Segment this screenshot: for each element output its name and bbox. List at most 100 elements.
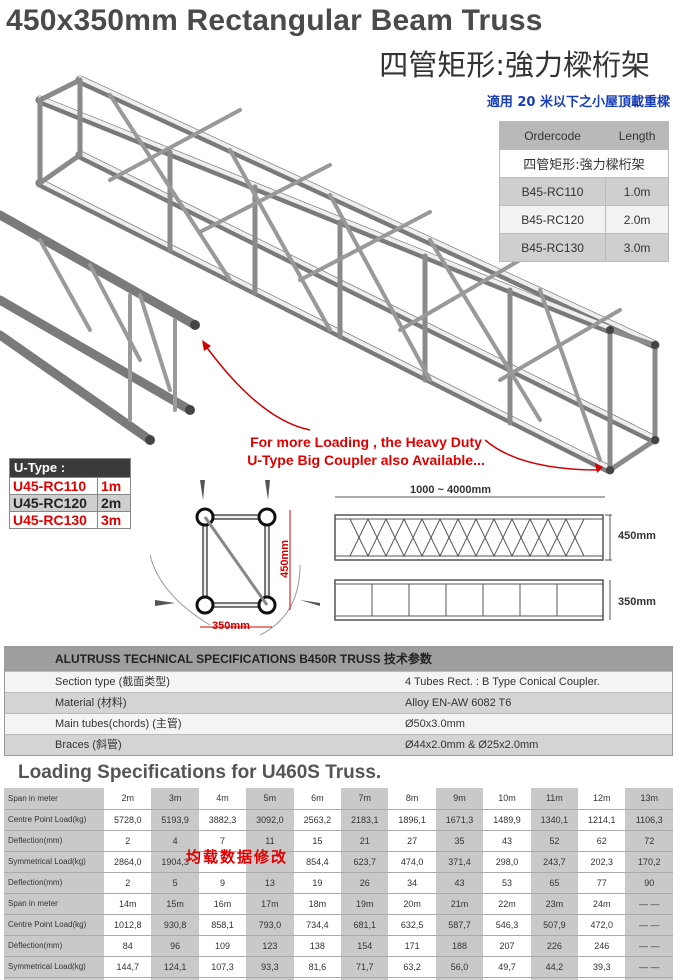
- table-cell: 734,4: [293, 914, 342, 936]
- table-cell: 23m: [530, 893, 579, 915]
- table-cell: 9: [198, 872, 247, 894]
- table-cell: — —: [625, 935, 673, 957]
- table-cell: 9m: [435, 788, 484, 810]
- table-cell: 34: [388, 872, 436, 894]
- table-cell: 20m: [388, 893, 436, 915]
- technical-spec-table: ALUTRUSS TECHNICAL SPECIFICATIONS B450R …: [4, 646, 673, 756]
- subtitle: 適用 20 米以下之小屋頂載重樑: [486, 95, 670, 110]
- table-cell: 1012,8: [104, 914, 152, 936]
- table-cell: 6m: [293, 788, 342, 810]
- row-label: Deflection(mm): [4, 872, 104, 894]
- table-cell: 507,9: [530, 914, 579, 936]
- table-cell: 16m: [198, 893, 247, 915]
- table-cell: 84: [104, 935, 152, 957]
- table-cell: 854,4: [293, 851, 342, 873]
- utype-row: U45-RC110 1m: [10, 477, 130, 494]
- order-code-table: Ordercode Length 四管矩形:強力樑桁架 B45-RC110 1.…: [498, 121, 669, 262]
- table-cell: 27: [388, 830, 436, 852]
- table-cell: 7m: [341, 788, 389, 810]
- table-cell: 170,2: [625, 851, 673, 873]
- spec-value: 4 Tubes Rect. : B Type Conical Coupler.: [405, 676, 600, 688]
- table-cell: 11m: [530, 788, 579, 810]
- utype-row: U45-RC120 2m: [10, 494, 130, 511]
- table-cell: 11: [246, 830, 294, 852]
- table-cell: 39,3: [578, 956, 626, 978]
- dim-section-width: 350mm: [212, 620, 250, 632]
- table-cell: 14m: [104, 893, 152, 915]
- table-cell: 1106,3: [625, 809, 673, 831]
- table-cell: 44,2: [530, 956, 579, 978]
- utype-header: U-Type :: [10, 459, 130, 477]
- table-cell: 21: [341, 830, 389, 852]
- utype-code: U45-RC110: [10, 478, 98, 494]
- table-cell: 235: [435, 977, 484, 980]
- table-cell: 15: [293, 830, 342, 852]
- table-cell: 13m: [625, 788, 673, 810]
- table-cell: 4: [151, 830, 199, 852]
- table-cell: 5728,0: [104, 809, 152, 831]
- table-cell: 681,1: [341, 914, 389, 936]
- table-cell: 623,7: [341, 851, 389, 873]
- table-cell: 49,7: [483, 956, 531, 978]
- table-cell: 214: [388, 977, 436, 980]
- table-cell: 18m: [293, 893, 342, 915]
- table-cell: 202,3: [578, 851, 626, 873]
- table-cell: 154: [246, 977, 294, 980]
- row-deflection: Deflection(mm)10512013715417319321423525…: [4, 977, 673, 980]
- row-label: Span in meter: [4, 788, 104, 810]
- table-cell: 93,3: [246, 956, 294, 978]
- table-cell: 3m: [151, 788, 199, 810]
- table-cell: 109: [198, 935, 247, 957]
- table-cell: 793,0: [246, 914, 294, 936]
- table-cell: — —: [625, 914, 673, 936]
- table-cell: 171: [388, 935, 436, 957]
- table-cell: 71,7: [341, 956, 389, 978]
- table-cell: 1489,9: [483, 809, 531, 831]
- table-cell: 138: [293, 935, 342, 957]
- dim-height-450: 450mm: [618, 530, 656, 542]
- table-cell: 24m: [578, 893, 626, 915]
- utype-length: 2m: [101, 495, 122, 511]
- dim-section-height: 450mm: [279, 540, 291, 578]
- table-cell: 63,2: [388, 956, 436, 978]
- table-cell: 587,7: [435, 914, 484, 936]
- order-code: B45-RC110: [498, 177, 607, 206]
- header-length: Length: [605, 121, 669, 150]
- table-cell: 124,1: [151, 956, 199, 978]
- title-chinese: 四管矩形:強力樑桁架: [379, 48, 650, 82]
- table-cell: 90: [625, 872, 673, 894]
- table-cell: 5m: [246, 788, 294, 810]
- table-cell: 8m: [388, 788, 436, 810]
- row-label: Deflection(mm): [4, 977, 104, 980]
- spec-label: Braces (斜管): [55, 739, 122, 751]
- order-length: 2.0m: [605, 205, 669, 234]
- table-cell: 4m: [198, 788, 247, 810]
- utype-length: 1m: [101, 478, 122, 494]
- table-cell: 65: [530, 872, 579, 894]
- table-cell: 123: [246, 935, 294, 957]
- table-cell: 1671,3: [435, 809, 484, 831]
- table-cell: 371,4: [435, 851, 484, 873]
- cn-row: 四管矩形:強力樑桁架: [499, 149, 669, 178]
- row-label: Span in meter: [4, 893, 104, 915]
- row-label: Deflection(mm): [4, 935, 104, 957]
- table-cell: 19m: [341, 893, 389, 915]
- table-cell: 2864,0: [104, 851, 152, 873]
- table-cell: 2563,2: [293, 809, 342, 831]
- spec-label: Section type (截面类型): [55, 676, 170, 688]
- table-cell: 22m: [483, 893, 531, 915]
- table-cell: [198, 851, 247, 873]
- table-cell: — —: [625, 893, 673, 915]
- table-cell: 246: [578, 935, 626, 957]
- table-cell: 2: [104, 830, 152, 852]
- note-line-1: For more Loading , the Heavy Duty: [250, 434, 482, 450]
- section-diagram: [150, 480, 612, 636]
- note-line-2: U-Type Big Coupler also Available...: [247, 452, 485, 468]
- table-cell: 105: [104, 977, 152, 980]
- table-cell: 26: [341, 872, 389, 894]
- table-cell: 53: [483, 872, 531, 894]
- spec-row: Braces (斜管) Ø44x2.0mm & Ø25x2.0mm: [5, 734, 672, 755]
